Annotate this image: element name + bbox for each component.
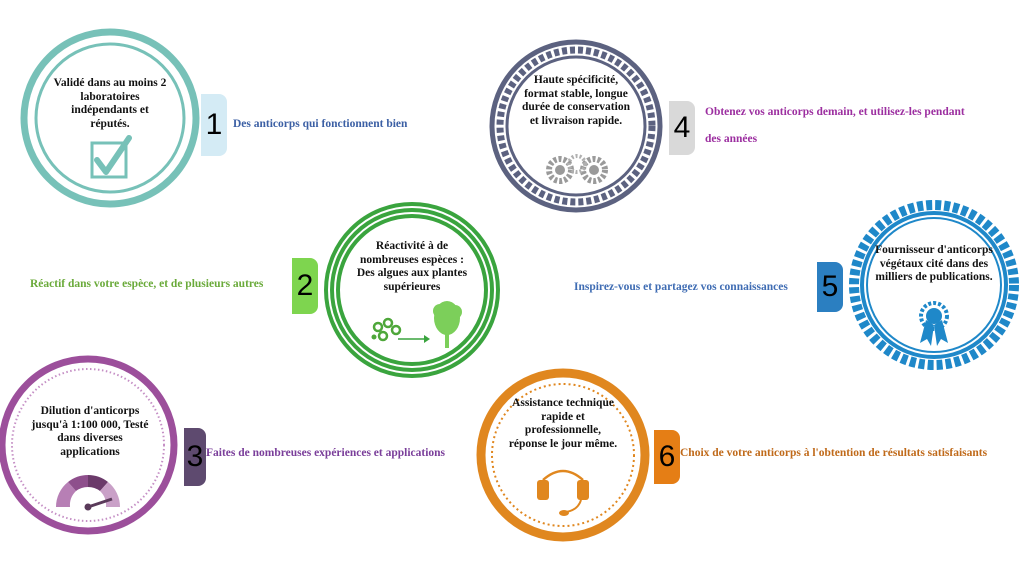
circle-5 — [849, 200, 1019, 370]
label-1: Des anticorps qui fonctionnent bien — [233, 118, 408, 130]
algae-to-tree-icon — [371, 301, 462, 348]
circle-2-text: Réactivité à de nombreuses espèces : Des… — [356, 240, 468, 293]
number-tab-2: 2 — [292, 258, 318, 314]
number-tab-1: 1 — [201, 94, 227, 156]
label-2: Réactif dans votre espèce, et de plusieu… — [30, 278, 264, 290]
circle-4-text: Haute spécificité, format stable, longue… — [522, 74, 630, 127]
gears-icon — [546, 154, 608, 184]
circle-5-text: Fournisseur d'anticorps végétaux cité da… — [875, 244, 993, 283]
award-ribbon-icon — [919, 301, 949, 346]
checkmark-icon — [90, 135, 132, 179]
label-4-line-1: Obtenez vos anticorps demain, et utilise… — [705, 106, 965, 118]
label-4-line-2: des années — [705, 133, 758, 145]
gauge-icon — [55, 474, 121, 511]
number-tab-5: 5 — [817, 262, 843, 312]
circle-3-text: Dilution d'anticorps jusqu'à 1:100 000, … — [31, 405, 149, 458]
label-3: Faites de nombreuses expériences et appl… — [206, 447, 446, 459]
number-tab-6: 6 — [654, 430, 680, 484]
circle-1-text: Validé dans au moins 2 laboratoires indé… — [53, 77, 167, 130]
headset-icon — [537, 469, 589, 516]
number-tab-3: 3 — [184, 428, 206, 486]
label-6: Choix de votre anticorps à l'obtention d… — [680, 447, 988, 459]
circle-6-text: Assistance technique rapide et professio… — [508, 397, 618, 450]
number-tab-4: 4 — [669, 101, 695, 155]
label-5: Inspirez-vous et partagez vos connaissan… — [574, 281, 788, 293]
